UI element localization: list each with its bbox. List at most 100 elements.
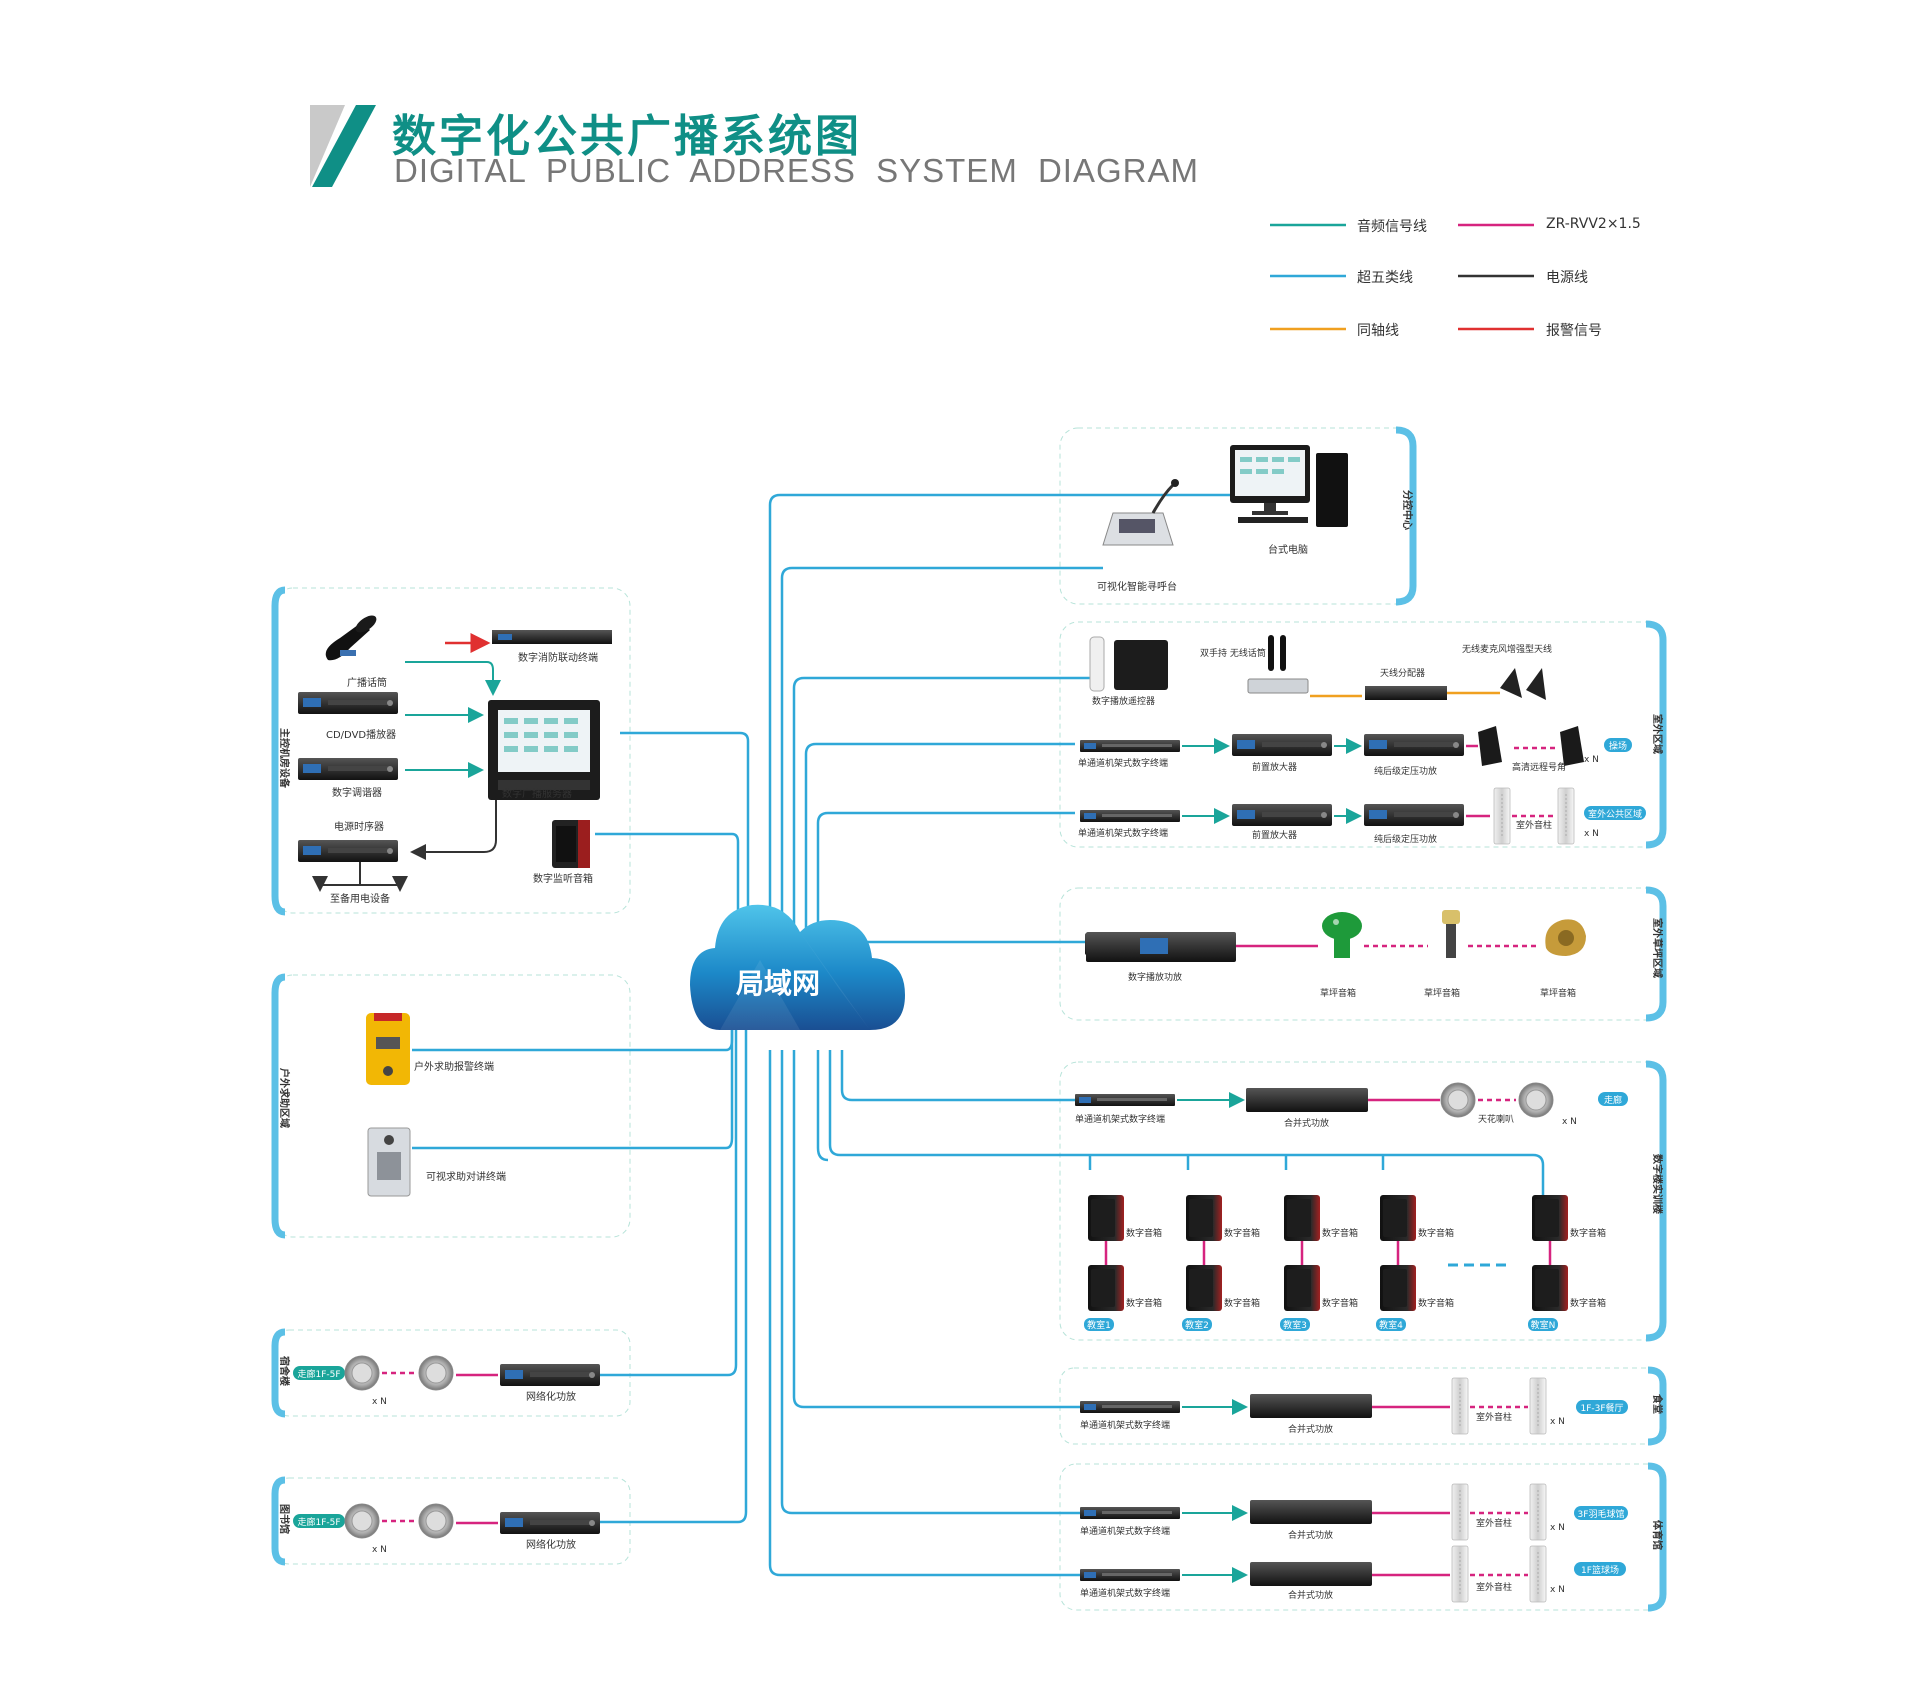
svg-text:单通道机架式数字终端: 单通道机架式数字终端 — [1078, 757, 1168, 769]
svg-text:合并式功放: 合并式功放 — [1288, 1529, 1333, 1541]
label-help2: 可视求助对讲终端 — [426, 1170, 506, 1183]
tag-classroom-3 — [1280, 1318, 1310, 1331]
svg-text:室外公共区域: 室外公共区域 — [1588, 808, 1642, 820]
zone-label-outdoor: 室外区域 — [1651, 714, 1664, 754]
legend-label-coax: 同轴线 — [1357, 323, 1399, 339]
lawn-speaker-icon — [1442, 910, 1460, 958]
zone-label-canteen: 食堂 — [1651, 1393, 1664, 1414]
zone-library — [274, 1477, 631, 1565]
column-speaker-icon — [1451, 1377, 1469, 1435]
label-seq: 电源时序器 — [334, 820, 384, 833]
tag-canteen — [1576, 1400, 1628, 1414]
svg-text:走廊1F-5F: 走廊1F-5F — [297, 1516, 340, 1528]
svg-text:前置放大器: 前置放大器 — [1252, 829, 1297, 841]
digital-speaker-icon — [1284, 1265, 1320, 1311]
horn-icon — [1478, 726, 1502, 766]
svg-text:数字音箱: 数字音箱 — [1224, 1227, 1260, 1239]
column-speaker-icon — [1451, 1483, 1469, 1541]
digital-speaker-icon — [1186, 1195, 1222, 1241]
svg-text:合并式功放: 合并式功放 — [1284, 1117, 1329, 1129]
svg-text:数字音箱: 数字音箱 — [1126, 1297, 1162, 1309]
tag-public — [1584, 806, 1646, 820]
svg-text:草坪音箱: 草坪音箱 — [1540, 987, 1576, 999]
svg-text:室外音柱: 室外音柱 — [1516, 819, 1552, 831]
svg-text:网络化功放: 网络化功放 — [526, 1390, 576, 1403]
label-mic: 广播话筒 — [347, 676, 387, 689]
tag-classroom-1 — [1084, 1318, 1114, 1331]
label-fire: 数字消防联动终端 — [518, 651, 598, 664]
mic-icon — [325, 615, 377, 661]
pc-icon — [1230, 445, 1348, 527]
column-speaker-icon — [1451, 1545, 1469, 1603]
zone-label-lawn: 室外草坪区域 — [1651, 918, 1664, 978]
label-pc: 台式电脑 — [1268, 543, 1308, 556]
handheld-mic-icon — [1247, 635, 1309, 694]
svg-text:1F篮球场: 1F篮球场 — [1581, 1564, 1619, 1576]
digital-speaker-icon — [1088, 1195, 1124, 1241]
legend-label-audio: 音频信号线 — [1357, 219, 1427, 235]
svg-text:操场: 操场 — [1609, 740, 1627, 752]
svg-text:走廊1F-5F: 走廊1F-5F — [297, 1368, 340, 1380]
help-terminal-2-icon — [367, 1127, 411, 1197]
label-remote: 数字播放遥控器 — [1092, 695, 1155, 707]
digital-speaker-icon — [1380, 1195, 1416, 1241]
digital-speaker-icon — [1088, 1265, 1124, 1311]
svg-text:室外音柱: 室外音柱 — [1476, 1411, 1512, 1423]
tag-badminton — [1574, 1506, 1628, 1520]
remote-icon — [1089, 636, 1105, 692]
lan-cloud: 局域网 — [690, 904, 905, 1030]
ceiling-speaker-icon — [1440, 1082, 1476, 1118]
svg-text:教室4: 教室4 — [1379, 1319, 1403, 1331]
tag-dorm — [293, 1366, 345, 1380]
svg-text:1F-3F餐厅: 1F-3F餐厅 — [1580, 1402, 1623, 1414]
svg-text:x N: x N — [372, 1397, 387, 1407]
svg-text:x N: x N — [1550, 1417, 1565, 1427]
digital-speaker-icon — [1186, 1265, 1222, 1311]
zone-label-sub: 分控中心 — [1401, 490, 1414, 530]
zone-outdoor-help — [274, 974, 631, 1238]
label-help1: 户外求助报警终端 — [414, 1060, 494, 1073]
svg-text:前置放大器: 前置放大器 — [1252, 761, 1297, 773]
tag-classroom-4 — [1376, 1318, 1406, 1331]
svg-text:纯后级定压功放: 纯后级定压功放 — [1374, 833, 1437, 845]
tag-library — [293, 1514, 345, 1528]
tag-classroom-2 — [1182, 1318, 1212, 1331]
ceiling-speaker-icon — [1518, 1082, 1554, 1118]
svg-text:合并式功放: 合并式功放 — [1288, 1423, 1333, 1435]
column-speaker-icon — [1557, 787, 1575, 845]
tag-basketball — [1574, 1562, 1626, 1576]
svg-text:x N: x N — [1550, 1523, 1565, 1533]
svg-text:教室N: 教室N — [1531, 1319, 1556, 1331]
svg-text:教室3: 教室3 — [1283, 1319, 1307, 1331]
svg-text:单通道机架式数字终端: 单通道机架式数字终端 — [1080, 1587, 1170, 1599]
zone-frames — [271, 426, 1667, 1612]
net-amp-icon — [500, 1364, 600, 1386]
svg-text:数字音箱: 数字音箱 — [1322, 1227, 1358, 1239]
svg-text:数字音箱: 数字音箱 — [1126, 1227, 1162, 1239]
zone-label-help: 户外求助区域 — [278, 1067, 291, 1128]
label-spare: 至备用电设备 — [330, 892, 390, 905]
column-speaker-icon — [1493, 787, 1511, 845]
svg-text:单通道机架式数字终端: 单通道机架式数字终端 — [1080, 1419, 1170, 1431]
horn-icon — [1560, 726, 1584, 766]
antenna-icon — [1500, 668, 1546, 700]
outdoor-area-devices: 操场 室外公共区域 — [1080, 635, 1646, 845]
tag-classroom-n — [1528, 1318, 1558, 1331]
zone-dorm — [274, 1329, 631, 1417]
remote-box-icon — [1114, 640, 1168, 690]
svg-text:天花喇叭: 天花喇叭 — [1478, 1113, 1514, 1125]
title-cn: 数字化公共广播系统图 — [392, 111, 862, 162]
zone-label-gym: 体育馆 — [1651, 1520, 1664, 1550]
monitor-speaker-icon — [552, 820, 590, 868]
digital-speaker-icon — [1532, 1195, 1568, 1241]
svg-text:单通道机架式数字终端: 单通道机架式数字终端 — [1080, 1525, 1170, 1537]
svg-text:教室1: 教室1 — [1087, 1319, 1111, 1331]
svg-text:室外音柱: 室外音柱 — [1476, 1581, 1512, 1593]
svg-text:x N: x N — [1550, 1585, 1565, 1595]
svg-text:教室2: 教室2 — [1185, 1319, 1209, 1331]
zone-outdoor-area — [1059, 621, 1666, 848]
ceiling-speaker-icon — [344, 1503, 380, 1539]
svg-text:合并式功放: 合并式功放 — [1288, 1589, 1333, 1601]
zone-label-dorm: 宿舍楼 — [278, 1356, 291, 1386]
